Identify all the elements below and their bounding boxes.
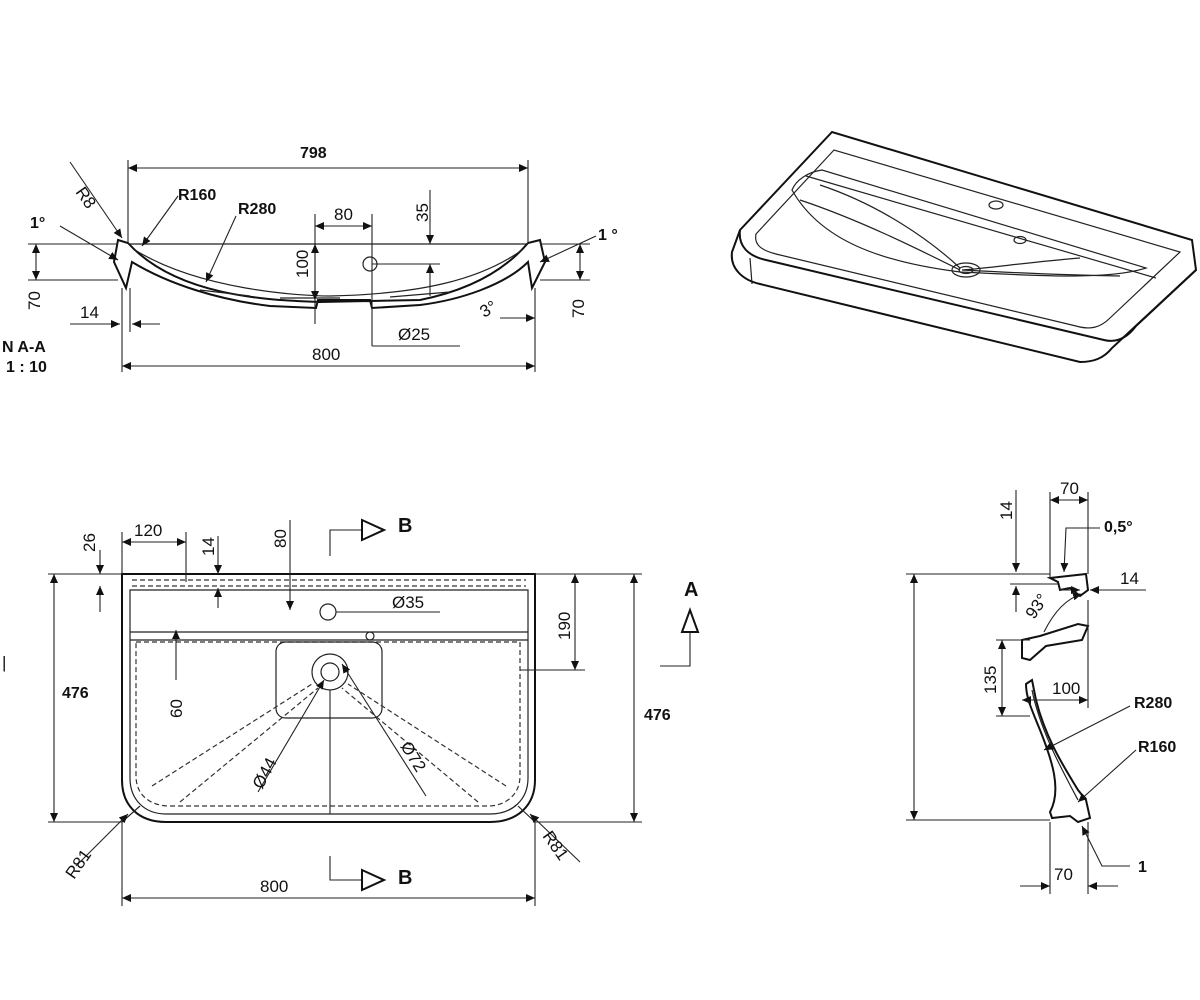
section-aa-title: N A-A (2, 339, 46, 356)
angle-1-left-leader (59, 225, 119, 261)
section-aa-bottom-hatch (199, 289, 451, 299)
iso-bowl-ribs (799, 184, 1121, 277)
dia-25-label: Ø25 (398, 325, 430, 344)
dim-798-label: 798 (300, 145, 327, 162)
dim-80-label: 80 (334, 205, 353, 224)
iso-deck-line (805, 175, 1157, 279)
iso-front-face-line (749, 257, 753, 285)
side-top-lip (1046, 572, 1090, 598)
dim-35-label: 35 (413, 203, 432, 222)
r160-leader (1077, 749, 1137, 803)
angle-93-arc (1043, 592, 1083, 633)
plan-tap-hole (319, 603, 337, 621)
r280-label: R280 (1134, 695, 1172, 712)
plan-outer-outline (121, 573, 536, 823)
r81-left-leader (75, 813, 129, 867)
angle-05-leader (1060, 527, 1100, 573)
r160-leader (141, 195, 179, 247)
dim-80-label: 80 (271, 529, 290, 548)
dia-35-label: Ø35 (392, 593, 424, 612)
section-aa-inner-curve (134, 249, 523, 297)
dim-70-left-label: 70 (25, 291, 44, 310)
iso-tap-hole (988, 200, 1004, 210)
dia-44-leader (257, 679, 325, 793)
angle-05-label: 0,5° (1104, 519, 1133, 536)
dim-14-label: 14 (199, 537, 218, 556)
plan-drain-box (275, 641, 383, 719)
dim-70-bottom-label: 70 (1054, 865, 1073, 884)
dim-800-label: 800 (260, 877, 288, 896)
section-a-label: A (684, 579, 698, 601)
iso-rim-inner (755, 149, 1182, 329)
dim-14-horiz-label: 14 (1120, 569, 1139, 588)
r8-label: R8 (72, 183, 100, 212)
angle-1-left-label: 1° (30, 215, 45, 232)
plan-deck-line (130, 631, 528, 641)
iso-outer-body (730, 130, 1198, 364)
angle-1-right-label: 1 ° (598, 227, 618, 244)
r160-label: R160 (178, 187, 216, 204)
section-b-top-arrow (361, 518, 387, 542)
dim-14-vert-label: 14 (997, 501, 1016, 520)
label-1-leader (1081, 825, 1130, 867)
plan-bowl-ribs (151, 683, 507, 803)
section-b-bottom-arrow (361, 868, 387, 892)
r280-label: R280 (238, 201, 276, 218)
dim-476-right-label: 476 (644, 707, 671, 724)
dim-26-label: 26 (80, 533, 99, 552)
dia-44-label: Ø44 (249, 755, 281, 792)
iso-drain-inner (958, 265, 974, 275)
dia-72-leader (341, 663, 427, 797)
plan-deck-dashed (132, 579, 526, 587)
section-aa-basin-outline (112, 238, 547, 310)
plan-overflow-hole (365, 631, 375, 641)
r8-leader (69, 161, 123, 239)
dim-476-left-label: 476 (62, 685, 89, 702)
iso-drain (951, 262, 981, 278)
angle-93-label: 93° (1022, 590, 1052, 622)
iso-overflow-hole (1013, 235, 1027, 245)
angle-1-right-leader (539, 235, 597, 263)
section-b-bottom-label: B (398, 867, 412, 889)
angle-3-label: 3° (477, 297, 501, 322)
r81-right-label: R81 (539, 827, 572, 863)
section-b-top-label: B (398, 515, 412, 537)
r280-leader (1043, 705, 1131, 751)
plan-drain-inner (320, 662, 340, 682)
dim-70-top-label: 70 (1060, 479, 1079, 498)
plan-bowl-dashed (135, 641, 521, 807)
side-bowl-profile (1024, 678, 1092, 824)
section-aa-view: 798 R8 R160 R280 80 35 100 1° 1 ° 7 (2, 145, 618, 376)
plan-inner-outline (129, 589, 529, 815)
section-aa-scale: 1 : 10 (6, 359, 47, 376)
isometric-view (730, 130, 1198, 364)
plan-drain-outer (311, 653, 349, 691)
dim-100-label: 100 (1052, 679, 1080, 698)
side-mid-profile (1021, 622, 1090, 662)
section-a-arrow (680, 607, 700, 633)
dim-800-label: 800 (312, 345, 340, 364)
label-1: 1 (1138, 859, 1147, 876)
side-section-view: 70 14 0,5° 14 93° 135 100 R280 R160 (906, 479, 1176, 894)
dim-60-label: 60 (167, 699, 186, 718)
iso-bowl (791, 169, 1148, 277)
dim-14-label: 14 (80, 303, 99, 322)
r280-leader (205, 215, 237, 283)
dim-120-label: 120 (134, 521, 162, 540)
dim-100-label: 100 (293, 250, 312, 278)
plan-view: 26 120 14 80 B Ø35 190 A 476 (2, 515, 700, 906)
r160-label: R160 (1138, 739, 1176, 756)
dim-135-label: 135 (981, 666, 1000, 694)
dim-70-right-label: 70 (569, 299, 588, 318)
iso-top-edge (738, 229, 1197, 342)
dim-190-label: 190 (555, 612, 574, 640)
margin-tick: | (2, 653, 6, 672)
r81-right-leader (529, 813, 581, 863)
